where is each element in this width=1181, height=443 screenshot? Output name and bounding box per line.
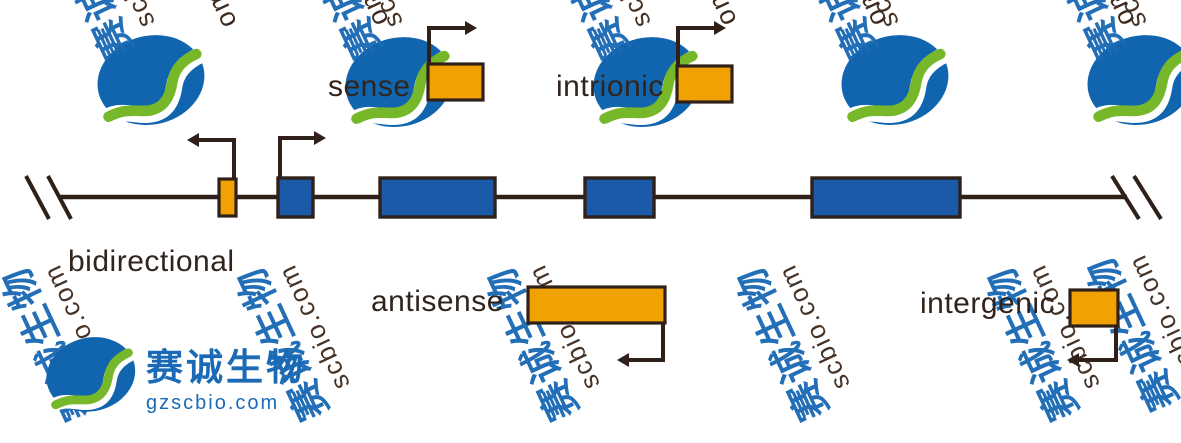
bidirectional-arrow [197, 138, 236, 180]
label-bidirectional: bidirectional [68, 245, 235, 278]
exon-rect [810, 176, 962, 219]
sense-arrow [427, 26, 466, 66]
intergenic-arrow [1078, 325, 1118, 362]
intergenic-arrowhead-icon [1067, 353, 1079, 367]
intronic-arrow [676, 26, 715, 68]
axis-break-right [1110, 174, 1163, 221]
antisense-arrowhead-icon [617, 353, 629, 367]
intronic-lncRNA-box [675, 64, 734, 104]
bidirectional-arrowhead-icon [187, 133, 199, 147]
label-antisense: antisense [371, 285, 504, 318]
exon-rect [378, 176, 497, 219]
exon-rect [583, 176, 656, 219]
label-sense: sense [328, 70, 411, 103]
intergenic-lncRNA-box [1068, 288, 1120, 328]
label-intergenic: intergenic [920, 287, 1056, 320]
label-intronic: intrionic [556, 70, 664, 103]
sense-arrowhead-icon [465, 21, 477, 35]
gene-tss-arrowhead-icon [314, 131, 326, 145]
axis-break-left [24, 175, 73, 220]
sense-lncRNA-box [426, 62, 485, 102]
antisense-lncRNA-box [526, 285, 667, 325]
gene-tss-arrow [278, 136, 315, 177]
exon-rect [276, 176, 315, 219]
bidirectional-lncRNA-box [217, 177, 238, 218]
brand-name-cn: 赛诚生物 [146, 347, 306, 388]
brand-domain: gzscbio.com [146, 392, 280, 414]
brand-signature: 赛诚生物 gzscbio.com [146, 349, 306, 415]
antisense-arrow [628, 322, 665, 362]
intronic-arrowhead-icon [714, 21, 726, 35]
